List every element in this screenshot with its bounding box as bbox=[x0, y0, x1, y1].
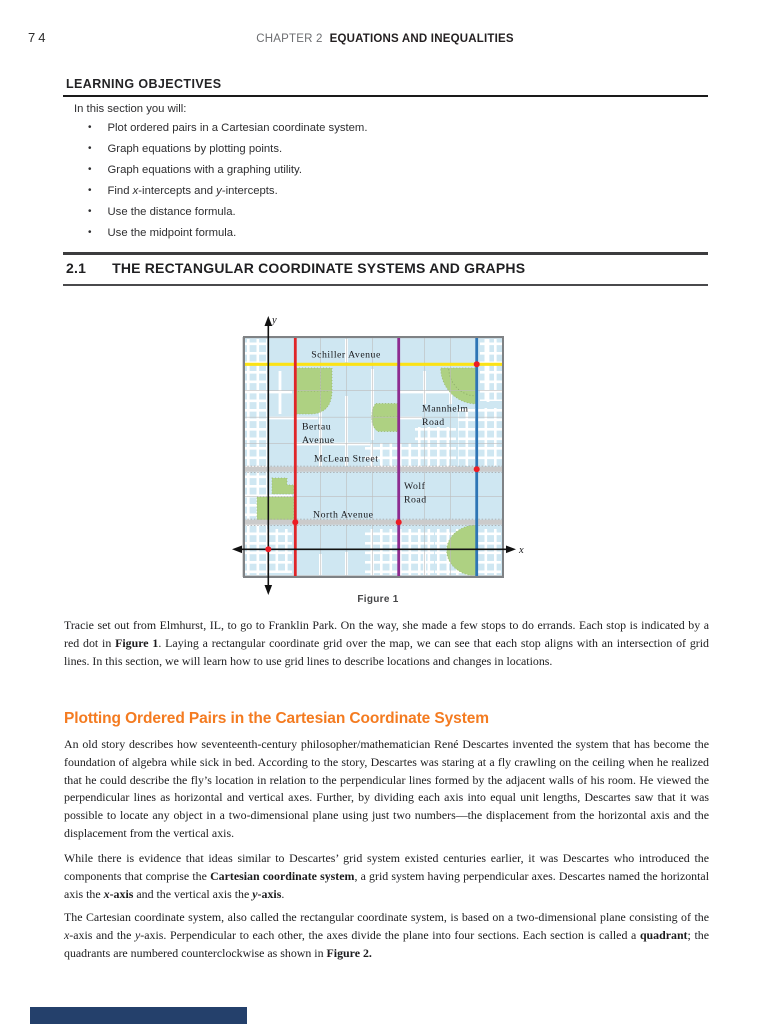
street-label-wolf-2: Road bbox=[404, 495, 427, 506]
section-number: 2.1 bbox=[66, 260, 87, 276]
section-rule-top bbox=[63, 252, 708, 255]
coordinate-axes bbox=[236, 325, 510, 586]
section-rule-bottom bbox=[63, 284, 708, 286]
running-header: CHAPTER 2 EQUATIONS AND INEQUALITIES bbox=[0, 33, 770, 45]
objectives-list: Plot ordered pairs in a Cartesian coordi… bbox=[88, 118, 368, 244]
objective-item: Graph equations with a graphing utility. bbox=[88, 160, 367, 181]
axis-arrowheads bbox=[232, 316, 516, 595]
objective-item: Use the midpoint formula. bbox=[88, 223, 367, 244]
stop-dot bbox=[265, 546, 272, 553]
street-label-mannhelm-2: Road bbox=[422, 417, 445, 428]
park-bottom-left-b bbox=[256, 496, 295, 522]
y-axis-label: y bbox=[271, 315, 277, 326]
section-title: THE RECTANGULAR COORDINATE SYSTEMS AND G… bbox=[112, 260, 526, 276]
chapter-title: EQUATIONS AND INEQUALITIES bbox=[329, 33, 514, 45]
stop-dots bbox=[265, 361, 480, 553]
paragraph-descartes-story: An old story describes how seventeenth-c… bbox=[64, 737, 709, 840]
figure-caption: Figure 1 bbox=[357, 594, 399, 605]
street-label-mclean: McLean Street bbox=[314, 454, 378, 465]
stop-dot bbox=[395, 519, 402, 526]
subsection-heading: Plotting Ordered Pairs in the Cartesian … bbox=[64, 710, 489, 727]
objective-item: Plot ordered pairs in a Cartesian coordi… bbox=[88, 118, 368, 139]
map-border bbox=[243, 336, 504, 578]
stop-dot bbox=[473, 466, 480, 473]
street-label-bertau-1: Bertau bbox=[302, 422, 331, 433]
objective-item: Use the distance formula. bbox=[88, 202, 367, 223]
objective-item: Find x-intercepts and y-intercepts. bbox=[88, 181, 367, 202]
park-bottom-right bbox=[446, 524, 478, 577]
paragraph-quadrants: The Cartesian coordinate system, also ca… bbox=[64, 910, 709, 960]
park-bottom-left-a bbox=[271, 477, 295, 495]
gray-major-streets bbox=[244, 465, 503, 526]
page-number: 74 bbox=[28, 30, 49, 45]
map-figure: y x Schiller Avenue Bertau Avenue Mannhe… bbox=[232, 315, 524, 595]
street-label-bertau-2: Avenue bbox=[302, 435, 335, 446]
paragraph-intro: Tracie set out from Elmhurst, IL, to go … bbox=[64, 618, 709, 668]
section-heading: 2.1 THE RECTANGULAR COORDINATE SYSTEMS AN… bbox=[66, 260, 525, 276]
chapter-label: CHAPTER 2 bbox=[256, 33, 323, 45]
paragraph-cartesian-system: While there is evidence that ideas simil… bbox=[64, 851, 710, 901]
x-axis-label: x bbox=[518, 545, 524, 556]
street-label-north: North Avenue bbox=[313, 510, 374, 521]
street-label-mannhelm-1: Mannhelm bbox=[422, 404, 468, 415]
next-page-preview-strip bbox=[30, 1007, 247, 1024]
street-label-schiller: Schiller Avenue bbox=[311, 350, 381, 361]
objectives-intro: In this section you will: bbox=[74, 103, 187, 115]
learning-objectives-heading: LEARNING OBJECTIVES bbox=[66, 77, 222, 91]
park-top-right-fan bbox=[440, 367, 478, 405]
objectives-divider bbox=[63, 95, 708, 97]
stop-dot bbox=[473, 361, 480, 368]
objective-item: Graph equations by plotting points. bbox=[88, 139, 367, 160]
street-label-wolf-1: Wolf bbox=[404, 481, 426, 492]
stop-dot bbox=[292, 519, 299, 526]
